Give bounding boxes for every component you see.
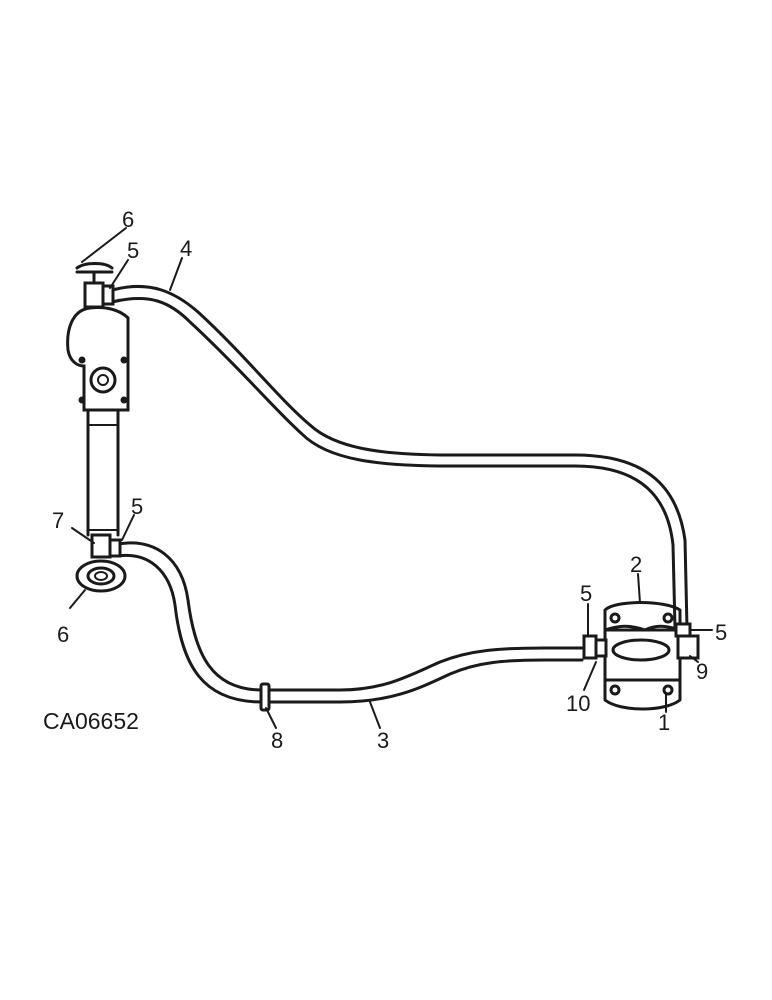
vertical-tube	[86, 410, 120, 537]
hose-3	[116, 541, 584, 704]
callout-8: 8	[271, 728, 283, 753]
leader-lines	[69, 227, 713, 729]
callout-7: 7	[52, 508, 64, 533]
hose-4	[110, 285, 689, 630]
figure-code: CA06652	[43, 708, 139, 734]
callout-9: 9	[696, 659, 708, 684]
callout-4: 4	[180, 236, 192, 261]
lower-valve	[75, 533, 127, 593]
callout-5-pump-left: 5	[580, 581, 592, 606]
callout-5-middle: 5	[131, 494, 143, 519]
hose-clamp-8	[259, 682, 271, 712]
callout-3: 3	[377, 728, 389, 753]
callout-6-top: 6	[122, 207, 134, 232]
callout-5-top: 5	[127, 238, 139, 263]
callout-1: 1	[658, 710, 670, 735]
callout-6-bottom: 6	[57, 622, 69, 647]
fitting-10	[582, 634, 608, 660]
callout-2: 2	[630, 552, 642, 577]
upper-housing	[66, 306, 130, 412]
pump-body	[603, 601, 682, 711]
callout-labels: 6 5 4 7 5 6 8 3 5 2 5 9 10 1	[52, 207, 727, 753]
callout-10: 10	[566, 691, 590, 716]
fitting-9	[674, 622, 700, 660]
callout-5-pump-right: 5	[715, 620, 727, 645]
valve-handwheel-top	[75, 262, 115, 309]
